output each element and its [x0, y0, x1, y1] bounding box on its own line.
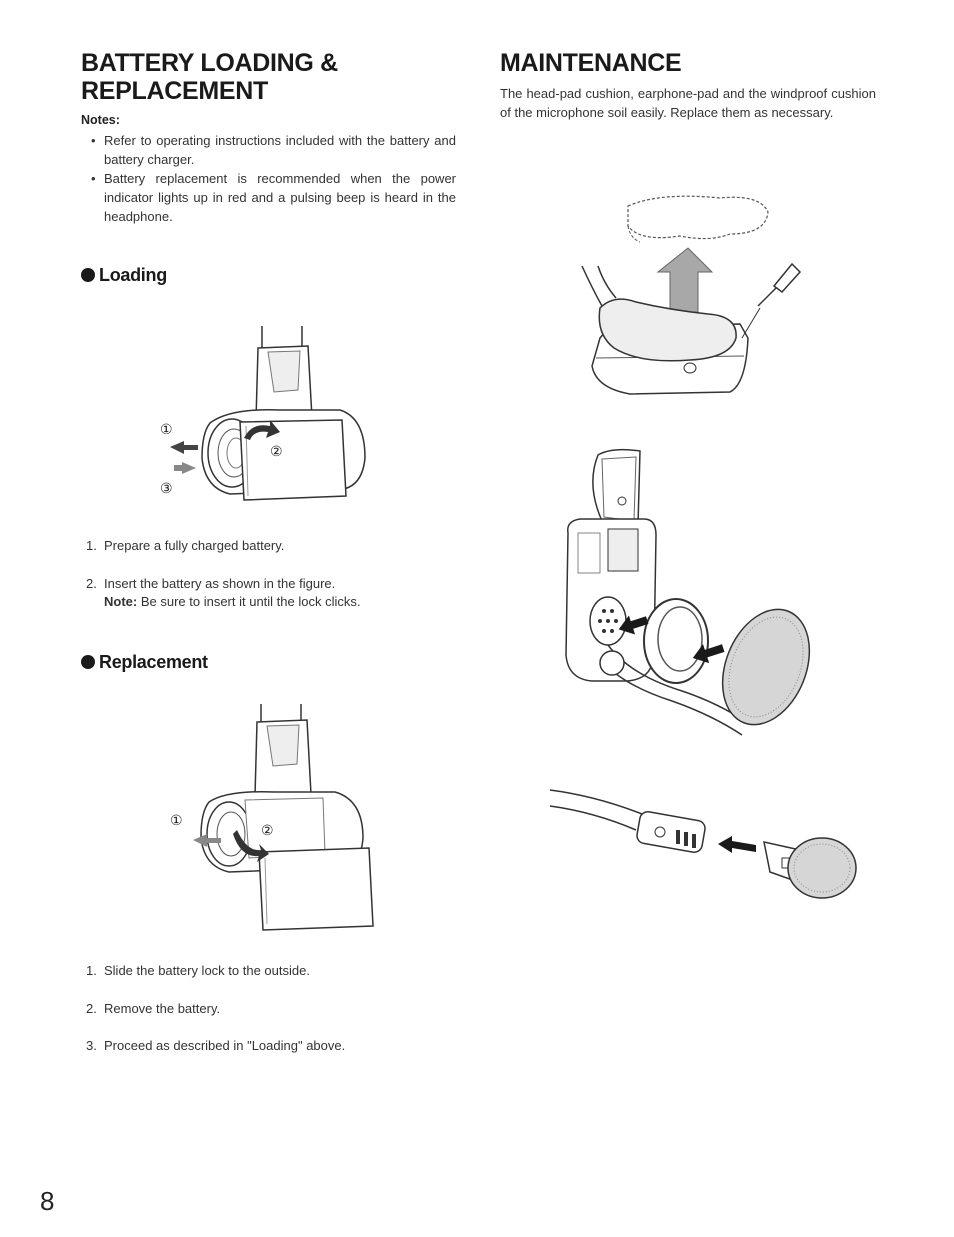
- loading-heading-text: Loading: [99, 265, 167, 285]
- page-number: 8: [40, 1186, 55, 1216]
- title-line-1: BATTERY LOADING &: [81, 49, 338, 77]
- arrow-icon: [718, 836, 756, 853]
- replacement-heading-text: Replacement: [99, 652, 208, 672]
- arrow-icon: [692, 644, 725, 664]
- loading-step: 2.Insert the battery as shown in the fig…: [86, 576, 361, 609]
- curve-arrow-icon: [233, 830, 269, 862]
- replacement-heading: Replacement: [81, 651, 208, 673]
- callout-1: ①: [160, 421, 173, 437]
- callout-1: ①: [170, 812, 183, 828]
- curve-arrow-icon: [244, 420, 280, 440]
- replacement-step: 2.Remove the battery.: [86, 1001, 221, 1016]
- left-arrow-icon: [170, 441, 198, 454]
- callout-2: ②: [261, 822, 274, 838]
- note-item: Battery replacement is recommended when …: [81, 169, 456, 226]
- microphone-figure: [549, 789, 857, 899]
- replacement-step: 3.Proceed as described in "Loading" abov…: [86, 1038, 346, 1053]
- notes-list: Refer to operating instructions included…: [81, 131, 456, 226]
- left-arrow-icon: [193, 834, 221, 847]
- maintenance-paragraph: The head-pad cushion, earphone-pad and t…: [500, 86, 876, 120]
- callout-2: ②: [270, 443, 283, 459]
- replacement-figure: ① ②: [170, 704, 374, 931]
- arrow-icon: [618, 615, 649, 635]
- bullet-dot-icon: [81, 268, 95, 282]
- title-line-2: REPLACEMENT: [81, 77, 268, 105]
- note-label: Note:: [104, 594, 138, 609]
- section-title-battery: BATTERY LOADING & REPLACEMENT: [81, 49, 338, 105]
- loading-figure: ① ② ③: [160, 326, 366, 501]
- notes-title: Notes:: [81, 113, 120, 127]
- loading-step: 1.Prepare a fully charged battery.: [86, 538, 285, 553]
- bullet-dot-icon: [81, 655, 95, 669]
- section-title-maintenance: MAINTENANCE: [500, 49, 682, 77]
- headpad-figure: [581, 195, 802, 395]
- earphone-pad-figure: [565, 448, 811, 736]
- replacement-step: 1.Slide the battery lock to the outside.: [86, 963, 310, 978]
- up-arrow-icon: [656, 247, 714, 315]
- note-item: Refer to operating instructions included…: [81, 131, 456, 169]
- right-arrow-icon: [174, 462, 196, 474]
- callout-3: ③: [160, 480, 173, 496]
- loading-heading: Loading: [81, 264, 167, 286]
